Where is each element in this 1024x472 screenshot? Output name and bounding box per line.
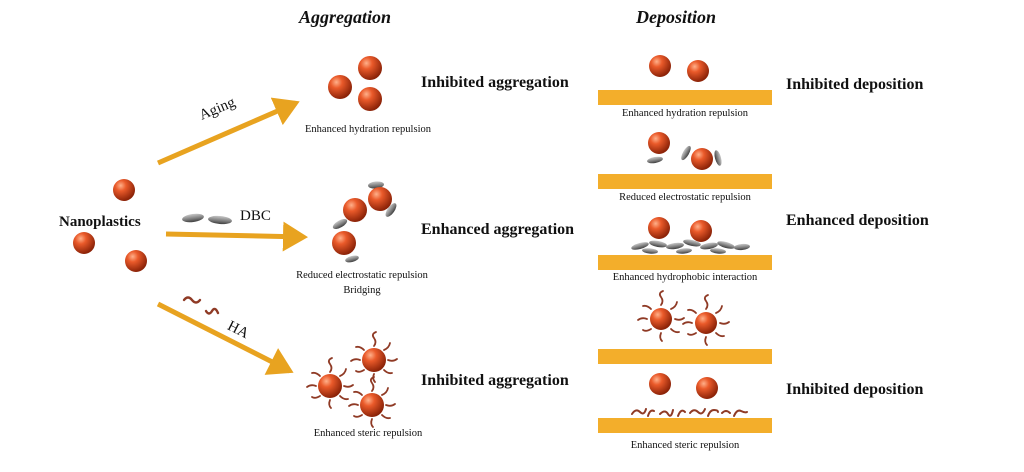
collector-surface (598, 90, 772, 105)
nanoplastic-particle (328, 75, 352, 99)
deposition-caption-1: Enhanced hydration repulsion (622, 108, 748, 119)
nanoplastic-particle (358, 56, 382, 80)
ha-strand-layer (631, 408, 748, 417)
ha-strand (182, 296, 202, 304)
nanoplastic-particle (332, 231, 356, 255)
dbc-label: DBC (240, 208, 271, 224)
ha-coated-particle (350, 331, 398, 383)
aging-particles (328, 56, 382, 111)
deposition-caption-2: Reduced electrostatic repulsion (619, 192, 751, 203)
deposition-panel-4 (598, 290, 772, 364)
nanoplastic-particle (125, 250, 147, 272)
dbc-flake (385, 203, 397, 217)
dbc-result: Enhanced aggregation (421, 221, 575, 238)
dbc-flake (182, 213, 204, 223)
dbc-flake (208, 215, 232, 225)
collector-surface (598, 255, 772, 270)
ha-coated-particle (682, 294, 730, 346)
dbc-flake (681, 145, 691, 161)
ha-strands (182, 296, 220, 315)
deposition-panel-2 (598, 132, 772, 189)
dbc-flake (647, 156, 663, 164)
dbc-flake (714, 150, 722, 166)
nanoplastics-label: Nanoplastics (59, 214, 141, 230)
dbc-flake (332, 218, 348, 230)
dbc-flake (368, 181, 384, 189)
nanoplastic-particle (343, 198, 367, 222)
source-nanoplastics (73, 179, 147, 272)
ha-coated-particle (348, 376, 396, 428)
dbc-caption-line1: Reduced electrostatic repulsion (296, 270, 428, 281)
deposition-panel-3 (598, 217, 772, 270)
ha-caption: Enhanced steric repulsion (313, 428, 423, 439)
deposition-panel-5 (598, 373, 772, 433)
ha-coated-particles (306, 331, 398, 428)
ha-coated-particle (637, 290, 685, 342)
deposition-panel-1 (598, 55, 772, 105)
dbc-flakes (182, 213, 232, 225)
collector-surface (598, 174, 772, 189)
nanoplastic-particle (73, 232, 95, 254)
dbc-caption-line2: Bridging (343, 285, 381, 296)
nanoplastic-particle (691, 148, 713, 170)
aging-result: Inhibited aggregation (421, 74, 569, 91)
collector-surface (598, 418, 772, 433)
ha-result: Inhibited aggregation (421, 372, 569, 389)
deposition-caption-3: Enhanced hydrophobic interaction (612, 272, 758, 283)
ha-strand (204, 307, 220, 315)
deposition-header: Deposition (636, 7, 717, 27)
collector-surface (598, 349, 772, 364)
nanoplastic-particle (358, 87, 382, 111)
ha-coated-particle (306, 357, 354, 409)
nanoplastic-particle (687, 60, 709, 82)
nanoplastic-particle (649, 55, 671, 77)
deposition-result-top: Inhibited deposition (786, 76, 924, 93)
deposition-caption-5: Enhanced steric repulsion (630, 440, 740, 451)
deposition-result-bottom: Inhibited deposition (786, 381, 924, 398)
aging-arrow (157, 97, 300, 166)
nanoplastic-particle (648, 217, 670, 239)
nanoplastic-particle (113, 179, 135, 201)
nanoplastic-particle (648, 132, 670, 154)
aging-caption: Enhanced hydration repulsion (305, 124, 431, 135)
nanoplastic-particle (368, 187, 392, 211)
nanoplastic-particle (696, 377, 718, 399)
dbc-arrow (165, 221, 308, 252)
deposition-result-middle: Enhanced deposition (786, 212, 929, 229)
dbc-aggregate (332, 181, 397, 263)
aggregation-header: Aggregation (299, 7, 392, 27)
nanoplastic-particle (690, 220, 712, 242)
dbc-flake-layer (631, 239, 750, 254)
nanoplastic-particle (649, 373, 671, 395)
ha-arrow (156, 301, 294, 375)
dbc-flake (345, 255, 359, 263)
